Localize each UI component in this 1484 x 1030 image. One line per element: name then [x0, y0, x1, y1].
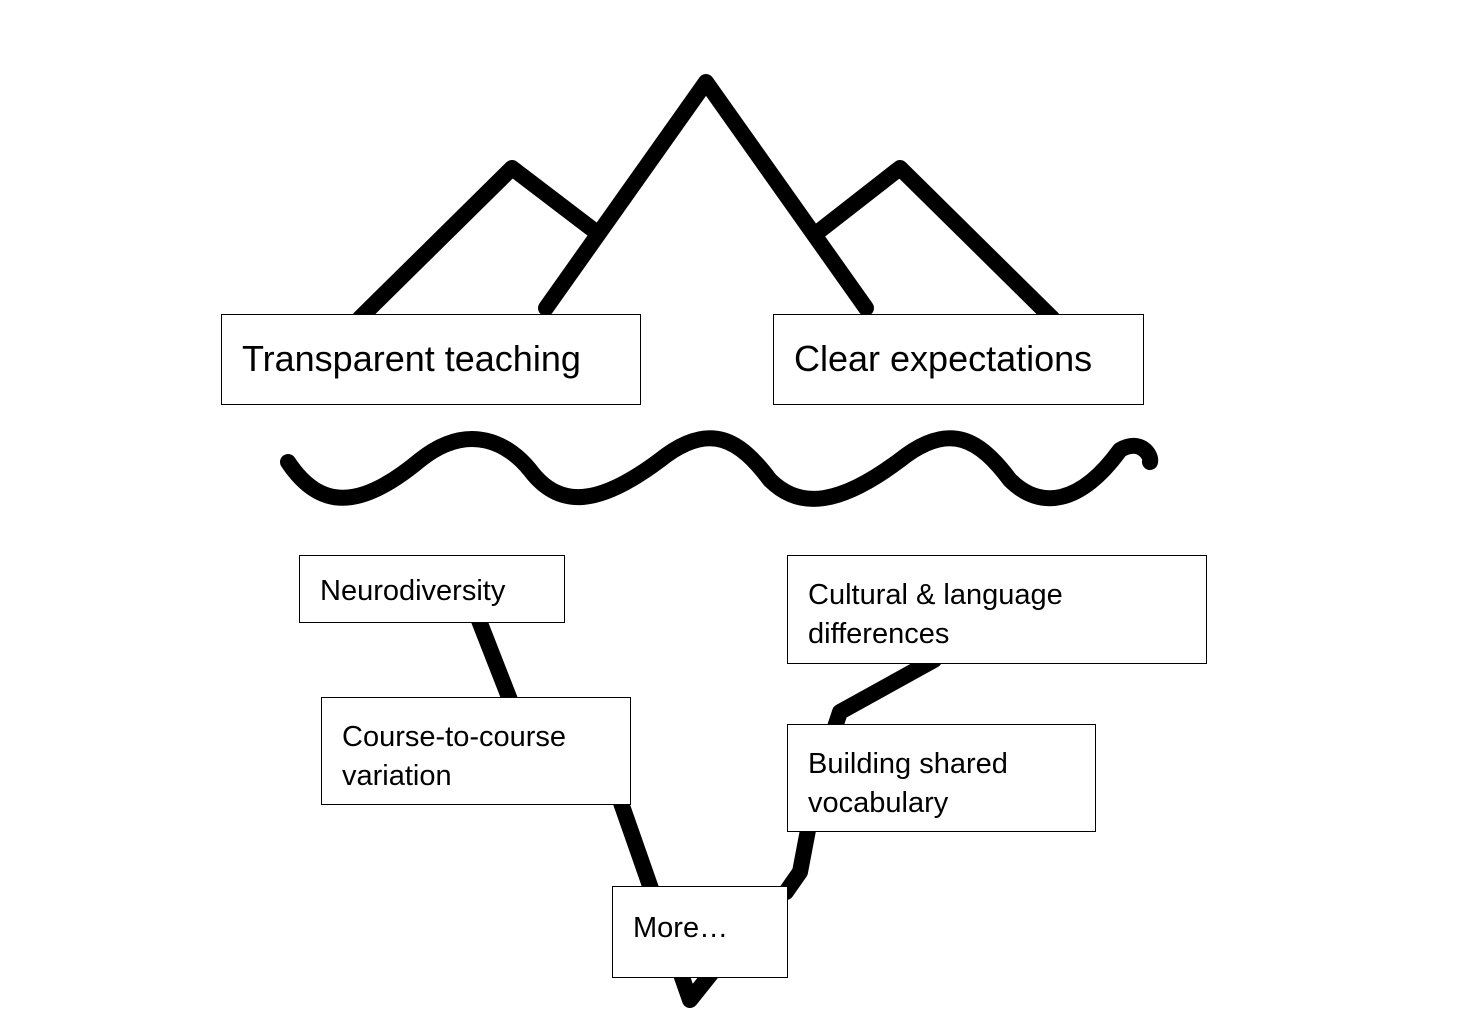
transparent-teaching-box: Transparent teaching: [221, 314, 641, 405]
cultural-language-line-2: differences: [808, 618, 950, 650]
shared-vocabulary-line-2: vocabulary: [808, 787, 949, 819]
underwater-right-upper-line: [826, 652, 942, 738]
underwater-right-lower-line: [778, 822, 816, 900]
course-variation-line-1: Course-to-course: [342, 721, 567, 753]
clear-expectations-box: Clear expectations: [773, 314, 1144, 405]
cultural-language-box: Cultural & language differences: [787, 555, 1207, 664]
more-box: More…: [612, 886, 788, 978]
right-peak-line: [810, 160, 1060, 326]
underwater-left-line: [470, 610, 520, 713]
left-peak-line: [352, 160, 604, 326]
cultural-language-line-1: Cultural & language: [808, 579, 1063, 611]
clear-expectations-label: Clear expectations: [794, 338, 1093, 379]
neurodiversity-label: Neurodiversity: [320, 575, 506, 607]
neurodiversity-box: Neurodiversity: [299, 555, 565, 623]
course-variation-box: Course-to-course variation: [321, 697, 631, 805]
transparent-teaching-label: Transparent teaching: [242, 338, 581, 379]
shared-vocabulary-line-1: Building shared: [808, 748, 1008, 780]
course-variation-line-2: variation: [342, 760, 452, 792]
more-label: More…: [633, 912, 729, 944]
shared-vocabulary-box: Building shared vocabulary: [787, 724, 1096, 832]
center-peak-line: [538, 74, 874, 316]
water-wave: [280, 430, 1159, 507]
